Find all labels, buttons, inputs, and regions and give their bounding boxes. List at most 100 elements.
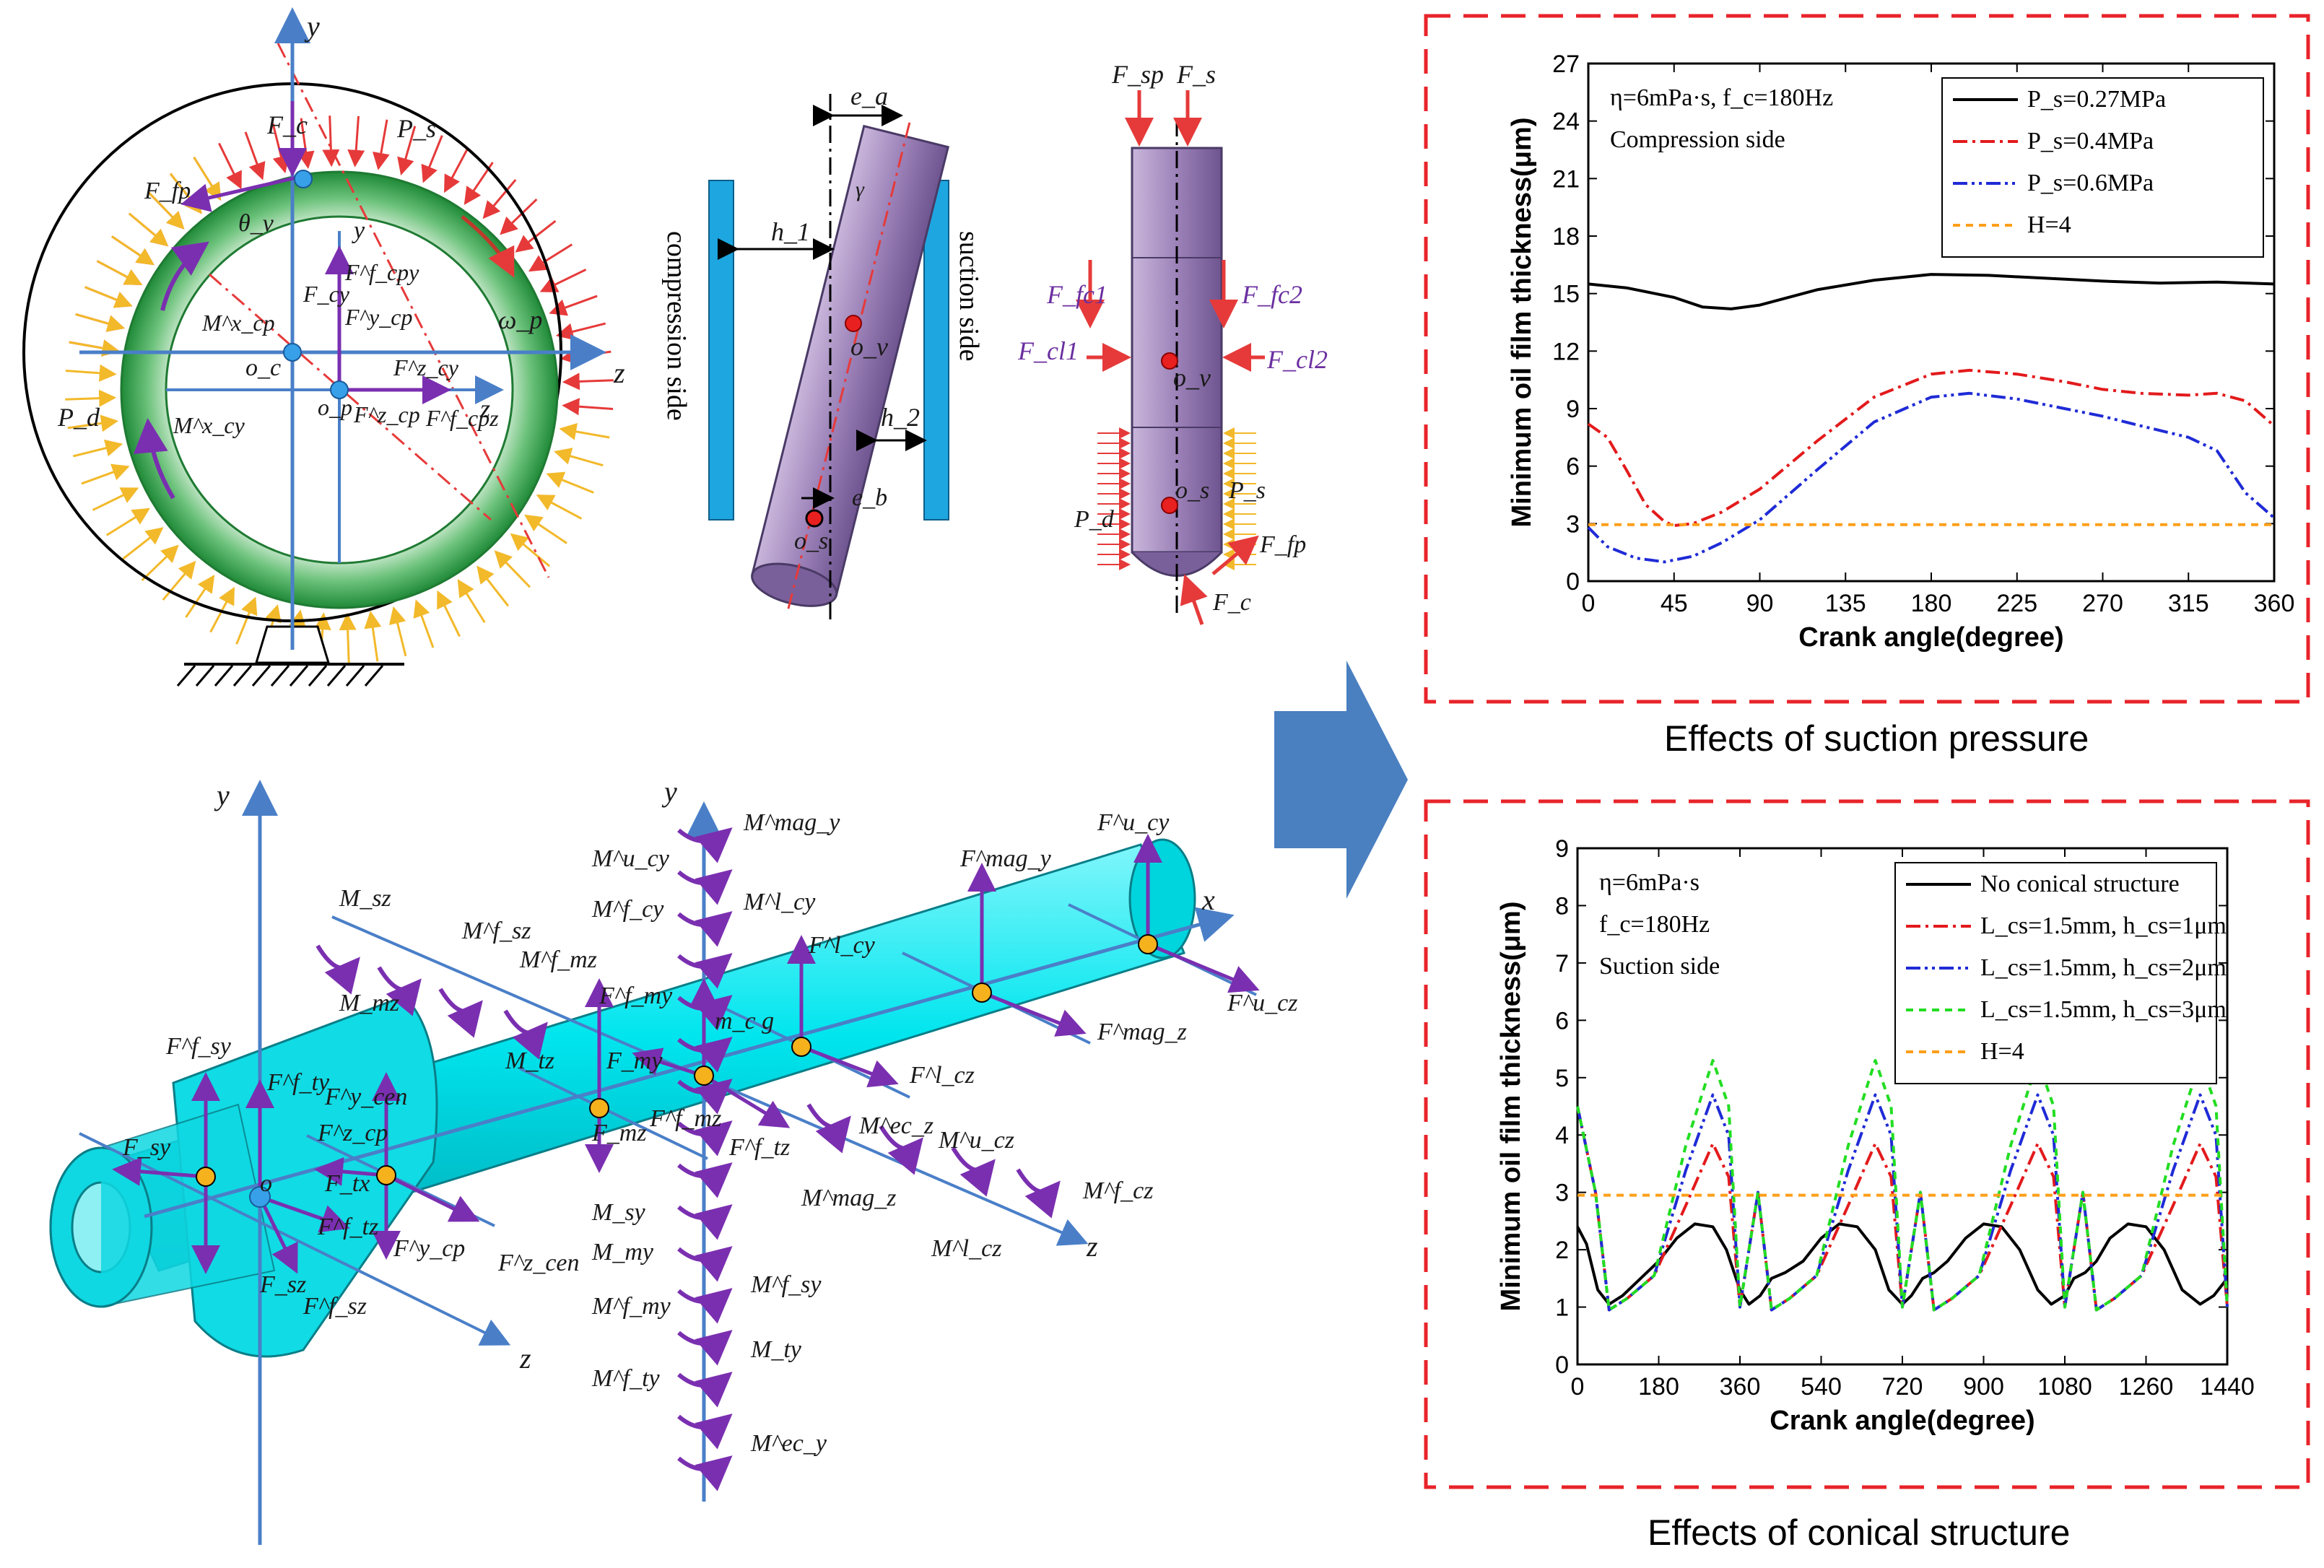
label-os: o_s bbox=[794, 528, 828, 554]
chart-annotation: Compression side bbox=[1610, 126, 1785, 153]
suction-pressure-arrow bbox=[397, 126, 417, 175]
suction-pressure-arrow bbox=[528, 243, 573, 272]
pressure-arrows bbox=[65, 116, 614, 664]
y-axis-label: Minimum oil film thickness(μm) bbox=[1507, 118, 1537, 528]
hatch-line bbox=[251, 665, 271, 687]
hatch-line bbox=[214, 665, 234, 687]
x-tick-label: 180 bbox=[1638, 1373, 1679, 1401]
label-Ffp: F_fp bbox=[144, 178, 191, 204]
discharge-pressure-arrow bbox=[67, 414, 119, 432]
legend-label: L_cs=1.5mm, h_cs=1μm bbox=[1980, 913, 2227, 939]
shaft-force-label: M^l_cy bbox=[743, 889, 816, 915]
series-line bbox=[1587, 368, 2276, 527]
y-tick-label: 5 bbox=[1555, 1065, 1569, 1092]
label-Pd: P_d bbox=[57, 403, 100, 432]
legend-label: P_s=0.6MPa bbox=[2027, 170, 2154, 196]
hatch-line bbox=[364, 665, 384, 687]
chart-annotation: η=6mPa·s bbox=[1599, 869, 1700, 896]
discharge-pressure-arrow bbox=[96, 260, 143, 285]
shaft-label-y-mid: y bbox=[661, 775, 677, 808]
center-oc bbox=[283, 343, 302, 362]
series-line bbox=[1576, 1093, 2229, 1312]
moment-arc bbox=[677, 1372, 733, 1408]
moment-arc bbox=[677, 1288, 733, 1324]
vane-center-ov bbox=[1161, 352, 1178, 370]
moment-arc bbox=[438, 988, 483, 1038]
label-Ffc1: F_fc1 bbox=[1046, 280, 1107, 309]
suction-pressure-arrow bbox=[421, 135, 443, 183]
discharge-pressure-arrow bbox=[72, 439, 123, 458]
chart1-caption: Effects of suction pressure bbox=[1664, 718, 2089, 759]
x-tick-label: 1080 bbox=[2037, 1373, 2092, 1401]
suction-pressure-arrow bbox=[322, 116, 340, 167]
moment-arc bbox=[677, 1455, 733, 1491]
shaft-force-label: M_sz bbox=[339, 885, 391, 912]
force-arrow bbox=[632, 1047, 705, 1078]
suction-pressure-arrow bbox=[218, 142, 242, 190]
x-tick-label: 540 bbox=[1801, 1373, 1842, 1401]
force-arrow bbox=[801, 1045, 899, 1088]
vane-center-os bbox=[1161, 497, 1178, 514]
label-Fcyf: F^f_cpy bbox=[344, 259, 419, 285]
suction-pressure-arrow bbox=[297, 118, 315, 170]
x-tick-label: 0 bbox=[1582, 590, 1596, 617]
shaft-force-label: F^u_cz bbox=[1227, 990, 1297, 1016]
chart-annotation: f_c=180Hz bbox=[1599, 911, 1710, 938]
label-y2: y bbox=[352, 217, 365, 244]
suction-side-label: suction side bbox=[954, 231, 984, 361]
label-Fcpz: F^z_cp bbox=[353, 401, 420, 427]
label-Ps-vane: P_s bbox=[1228, 477, 1266, 504]
shaft-node bbox=[791, 1037, 811, 1057]
shaft-force-label: M^f_sz bbox=[461, 918, 531, 944]
legend-label: L_cs=1.5mm, h_cs=2μm bbox=[1980, 954, 2227, 981]
x-tick-label: 225 bbox=[1996, 590, 2037, 617]
moment-arc bbox=[677, 1330, 733, 1366]
force-arrow bbox=[259, 1195, 350, 1233]
rotation-omega bbox=[461, 215, 515, 278]
shaft-label-x: x bbox=[1201, 884, 1215, 916]
discharge-pressure-arrow bbox=[437, 590, 461, 637]
force-arrow bbox=[385, 1173, 480, 1222]
discharge-pressure-arrow bbox=[476, 565, 510, 607]
shaft-force-label: F^f_tz bbox=[728, 1134, 790, 1161]
label-Fcyz: F^z_cy bbox=[393, 354, 459, 380]
label-op: o_p bbox=[318, 394, 352, 420]
shaft-node bbox=[694, 1066, 714, 1086]
discharge-pressure-arrow bbox=[128, 212, 169, 247]
shaft-force-label: F^z_cp bbox=[317, 1120, 388, 1146]
shaft-force-label: F^f_tz bbox=[317, 1214, 378, 1240]
y-tick-label: 21 bbox=[1552, 165, 1580, 193]
y-tick-label: 18 bbox=[1552, 223, 1580, 251]
x-tick-label: 720 bbox=[1882, 1373, 1923, 1401]
flow-arrow bbox=[1274, 661, 1408, 899]
shaft-force-label: F^l_cz bbox=[909, 1062, 975, 1089]
discharge-pressure-arrow bbox=[554, 448, 604, 467]
shaft-force-label: F^y_cp bbox=[393, 1235, 465, 1262]
moment-arc bbox=[677, 1414, 733, 1450]
discharge-pressure-arrow bbox=[235, 596, 258, 645]
compression-wall bbox=[708, 180, 734, 521]
shaft-force-label: F^f_sz bbox=[303, 1293, 367, 1320]
moment-arc bbox=[677, 953, 733, 989]
x-tick-label: 360 bbox=[1720, 1373, 1761, 1401]
shaft-force-label: F^y_cen bbox=[324, 1084, 407, 1110]
y-tick-label: 12 bbox=[1552, 338, 1580, 365]
legend-label: H=4 bbox=[2027, 212, 2071, 238]
shaft-force-label: F^f_sy bbox=[165, 1033, 232, 1060]
hatch-line bbox=[326, 665, 347, 687]
y-tick-label: 3 bbox=[1566, 510, 1580, 538]
moment-arc bbox=[677, 869, 733, 905]
discharge-pressure-arrow bbox=[111, 235, 155, 266]
shaft-origin bbox=[249, 1186, 271, 1208]
suction-pressure-arrow bbox=[539, 269, 587, 292]
node-axis-line bbox=[519, 1067, 708, 1160]
shaft-force-label: F_mz bbox=[591, 1120, 647, 1146]
hatch-line bbox=[270, 665, 290, 687]
discharge-pressure-arrow bbox=[457, 579, 486, 624]
label-Fcl2: F_cl2 bbox=[1266, 345, 1328, 374]
x-tick-label: 1260 bbox=[2119, 1373, 2174, 1401]
hatch-line bbox=[345, 665, 365, 687]
shaft-node bbox=[1138, 934, 1158, 954]
shaft-moments bbox=[315, 827, 1061, 1491]
